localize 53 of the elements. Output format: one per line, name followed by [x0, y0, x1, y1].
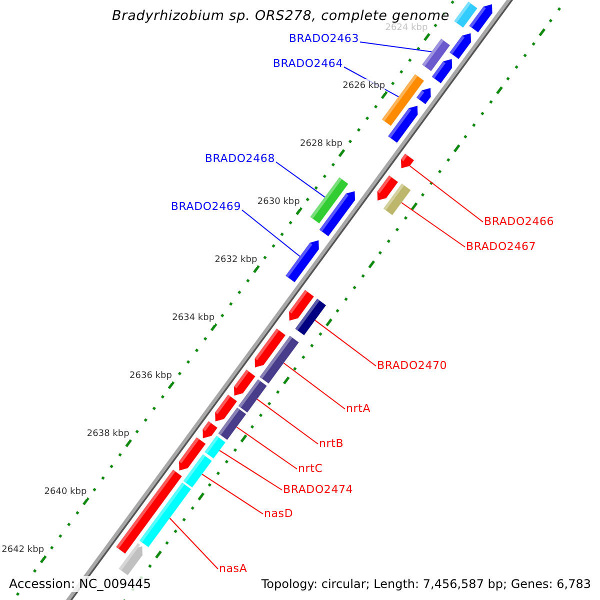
position-label: 2624 kbp	[385, 22, 428, 35]
gene-feature	[388, 106, 418, 143]
gene-label: BRADO2466	[484, 215, 554, 229]
genome-title: Bradyrhizobium sp. ORS278, complete genome	[112, 9, 450, 23]
position-label: 2642 kbp	[2, 542, 44, 557]
position-label: 2640 kbp	[44, 484, 87, 499]
gene-label: nasD	[264, 507, 294, 521]
leader-line	[236, 426, 298, 470]
position-label: 2638 kbp	[86, 426, 130, 441]
leader-line	[169, 518, 218, 570]
position-label: 2630 kbp	[257, 194, 300, 209]
gene-feature	[289, 290, 314, 321]
leader-line	[360, 42, 432, 52]
gene-feature	[469, 4, 492, 32]
position-label: 2632 kbp	[214, 252, 258, 267]
leader-line	[314, 320, 376, 366]
gene-label: nrtB	[319, 437, 344, 451]
gene-feature	[179, 437, 206, 470]
gene-feature	[215, 394, 237, 422]
gene-label: BRADO2469	[170, 200, 241, 214]
gene-feature	[202, 421, 218, 438]
gene-feature	[204, 436, 226, 458]
gene-label: nrtC	[298, 462, 323, 476]
leader-line	[401, 202, 466, 248]
leader-line	[242, 210, 300, 257]
gene-label: nrtA	[346, 402, 371, 416]
gene-feature	[432, 59, 452, 84]
gene-label: BRADO2463	[288, 32, 359, 46]
gene-feature	[450, 33, 471, 59]
leader-line	[202, 474, 264, 514]
leader-line	[219, 450, 282, 490]
position-label: 2626 kbp	[342, 78, 386, 93]
gene-label: BRADO2464	[272, 57, 343, 71]
gene-feature	[118, 543, 142, 576]
gene-label: BRADO2470	[377, 359, 448, 373]
gene-feature	[286, 240, 319, 282]
gene-feature	[416, 88, 431, 104]
gene-feature	[116, 470, 182, 554]
gene-label: BRADO2467	[466, 240, 536, 254]
gene-feature	[254, 328, 286, 368]
gene-label: nasA	[219, 562, 248, 576]
position-label: 2628 kbp	[300, 136, 342, 151]
gene-feature	[320, 191, 355, 236]
gene-label: BRADO2468	[204, 152, 275, 166]
leader-line	[409, 165, 484, 222]
gene-feature	[401, 154, 414, 168]
position-label: 2636 kbp	[130, 368, 172, 383]
gene-feature	[234, 370, 256, 396]
leader-line	[276, 162, 326, 198]
gene-feature	[377, 176, 398, 200]
position-label: 2634 kbp	[172, 310, 215, 325]
leader-line	[283, 362, 346, 410]
gene-label: BRADO2474	[283, 483, 354, 497]
